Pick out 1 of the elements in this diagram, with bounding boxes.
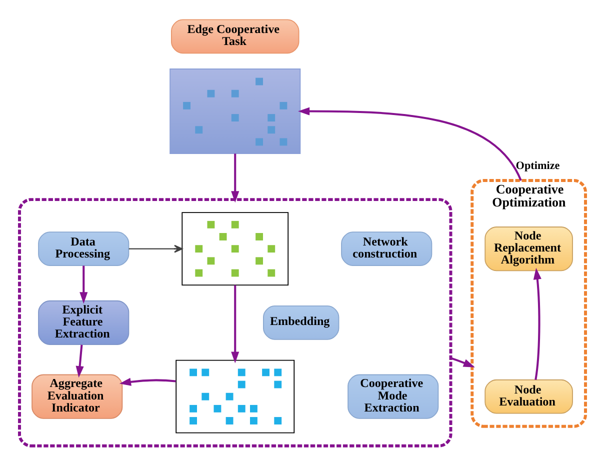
edge-label: Optimize (516, 160, 560, 172)
